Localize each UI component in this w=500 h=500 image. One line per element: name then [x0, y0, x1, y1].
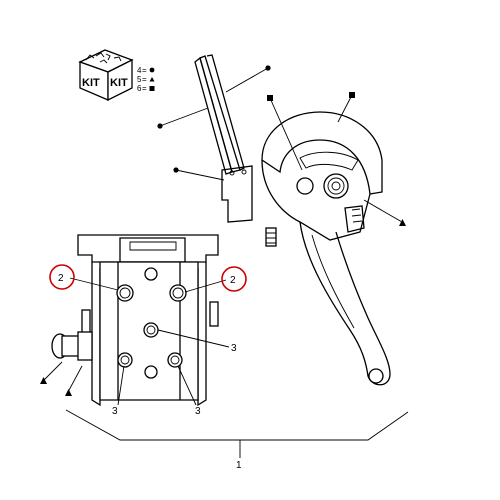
triangle-symbol-icon: [149, 77, 155, 82]
highlight-circle-left: [49, 264, 75, 290]
lever-hardware: [265, 227, 277, 247]
assembly-bracket: [65, 409, 409, 458]
callout-3-center: 3: [231, 343, 237, 354]
square-symbol-icon: [349, 92, 355, 98]
upper-rod-and-bracket: [194, 54, 253, 223]
triangle-symbol-icon: [65, 389, 72, 396]
legend-number-5: 5: [137, 75, 142, 84]
square-symbol-icon: [149, 86, 155, 91]
square-symbol-icon: [267, 95, 273, 101]
callouts: 2 2 3 3 3 1: [49, 264, 247, 471]
kit-legend: 4 = 5 = 6 =: [137, 66, 155, 93]
callout-3-bottom-left: 3: [112, 406, 118, 417]
long-lever-arm: [299, 221, 391, 386]
leader-lines: [43, 67, 403, 406]
kit-label-right: KIT: [110, 77, 128, 89]
highlight-circle-right: [221, 266, 247, 292]
kit-label-left: KIT: [82, 77, 100, 89]
plunger-knob: [51, 331, 93, 361]
leader-symbols: [40, 65, 406, 396]
triangle-symbol-icon: [40, 377, 47, 384]
svg-text:=: =: [142, 84, 147, 93]
triangle-symbol-icon: [399, 219, 406, 226]
legend-number-6: 6: [137, 84, 142, 93]
kit-box-icon: KIT KIT: [78, 49, 134, 102]
callout-3-bottom-right: 3: [195, 406, 201, 417]
circle-symbol-icon: [265, 65, 271, 71]
upper-curved-lever: [261, 111, 383, 241]
callout-2-left: 2: [58, 273, 64, 284]
circle-symbol-icon: [157, 123, 163, 129]
svg-text:=: =: [142, 75, 147, 84]
callout-1: 1: [236, 460, 242, 471]
callout-2-right: 2: [230, 275, 236, 286]
circle-symbol-icon: [173, 167, 179, 173]
mounting-plate-assembly: [77, 234, 219, 407]
legend-number-4: 4: [137, 66, 142, 75]
svg-text:=: =: [142, 66, 147, 75]
circle-symbol-icon: [149, 67, 155, 73]
